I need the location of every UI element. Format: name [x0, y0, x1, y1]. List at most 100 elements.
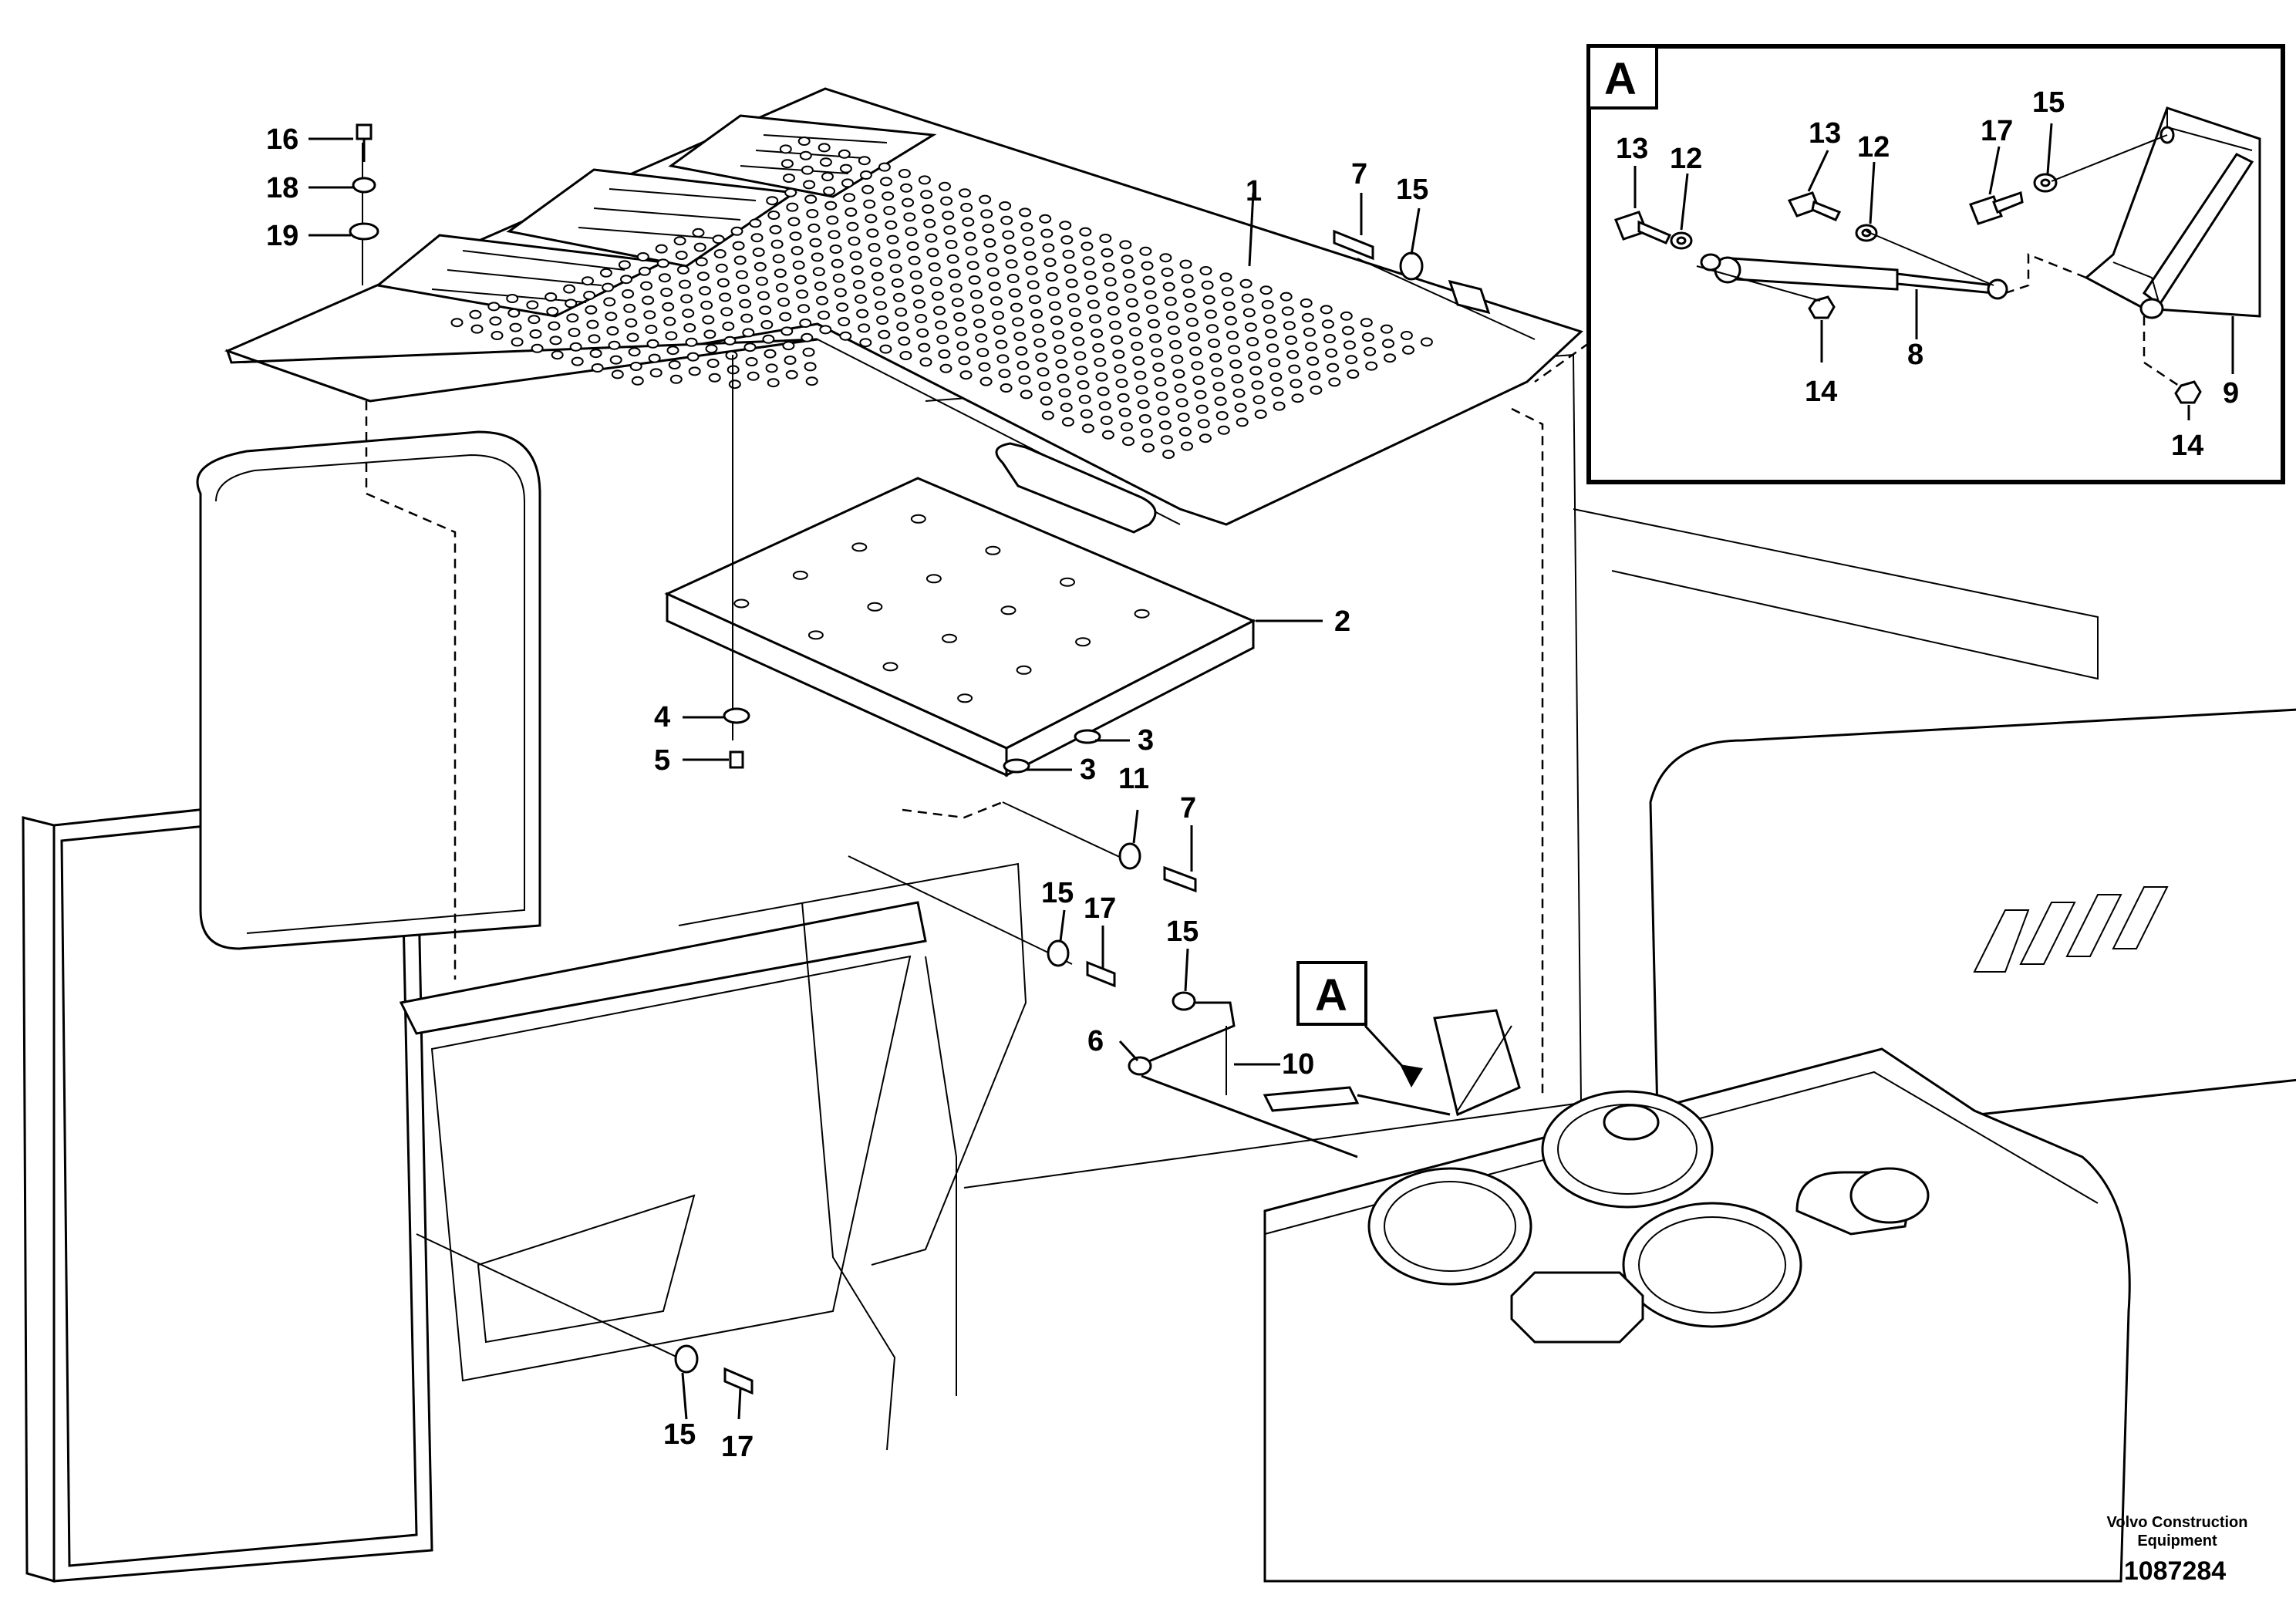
deck-hole [1035, 352, 1048, 363]
deck-hole [679, 279, 691, 289]
deck-hole [712, 234, 725, 244]
deck-hole [1168, 325, 1180, 336]
deck-hole [939, 363, 952, 373]
deck-hole [1201, 280, 1214, 290]
deck-hole [762, 334, 775, 344]
deck-hole [1129, 327, 1142, 337]
plate-hole [942, 633, 957, 643]
deck-hole [549, 336, 562, 346]
deck-hole [713, 249, 727, 258]
deck-hole [797, 304, 811, 314]
deck-hole [752, 248, 765, 257]
deck-hole [898, 169, 911, 178]
deck-hole [1023, 251, 1037, 261]
deck-hole [841, 178, 854, 188]
deck-hole [1157, 406, 1170, 416]
deck-hole [655, 244, 668, 254]
deck-hole [626, 332, 639, 342]
deck-hole [585, 305, 598, 315]
deck-hole [843, 193, 856, 203]
deck-hole [1222, 302, 1236, 311]
deck-hole [925, 233, 938, 243]
deck-hole [1179, 259, 1192, 269]
deck-hole [665, 331, 678, 341]
deck-hole [849, 251, 862, 261]
deck-hole [767, 211, 781, 220]
deck-hole [966, 261, 979, 271]
deck-hole [838, 149, 851, 159]
deck-hole [1265, 329, 1277, 339]
deck-hole [1169, 340, 1182, 349]
deck-hole [1202, 295, 1215, 305]
deck-hole [706, 359, 720, 368]
deck-hole [682, 309, 695, 319]
right-machine-body [925, 353, 2296, 1583]
deck-hole [705, 344, 718, 354]
deck-hole [823, 186, 836, 196]
deck-hole [1248, 351, 1261, 361]
deck-hole [1232, 388, 1246, 398]
deck-hole [1242, 308, 1256, 318]
deck-hole [1132, 356, 1145, 366]
deck-hole [720, 307, 733, 317]
callout-a-marker: A [1296, 961, 1367, 1026]
deck-hole [805, 376, 818, 386]
deck-hole [767, 378, 780, 388]
deck-hole [1151, 348, 1164, 358]
deck-hole [743, 342, 757, 352]
deck-hole [757, 291, 770, 301]
deck-hole [685, 337, 698, 347]
deck-hole [898, 336, 911, 346]
deck-hole [1061, 417, 1074, 427]
deck-hole [531, 343, 544, 353]
plate-holes [733, 514, 1150, 703]
deck-hole [777, 297, 791, 307]
deck-hole [1114, 364, 1127, 374]
deck-hole [1118, 407, 1131, 417]
deck-hole [1033, 338, 1047, 348]
deck-hole [1003, 244, 1017, 255]
deck-hole [1420, 337, 1433, 347]
deck-hole [754, 261, 767, 271]
deck-hole [929, 277, 942, 286]
deck-hole [1253, 395, 1266, 405]
plate-hole [1000, 605, 1017, 615]
deck-hole [772, 254, 785, 264]
deck-hole [1254, 410, 1267, 419]
deck-hole [1185, 317, 1199, 327]
deck-hole [799, 150, 812, 160]
deck-hole [703, 329, 716, 339]
deck-hole [781, 326, 794, 336]
deck-hole [831, 258, 844, 268]
deck-hole [669, 374, 683, 384]
deck-hole [1084, 271, 1097, 280]
deck-hole [891, 278, 904, 288]
deck-hole [978, 362, 991, 372]
deck-hole [995, 339, 1008, 349]
deck-hole [979, 194, 992, 204]
deck-hole [1092, 343, 1105, 352]
deck-hole [1059, 221, 1072, 231]
callout-a-label: A [1315, 970, 1347, 1020]
deck-hole [1195, 404, 1209, 414]
deck-hole [936, 335, 949, 345]
deck-hole [1095, 372, 1108, 382]
deck-hole [990, 296, 1003, 306]
deck-hole [922, 204, 935, 214]
deck-hole [802, 347, 815, 357]
detail-label-14-right: 14 [2171, 430, 2203, 462]
credit-line-1: Volvo Construction [2107, 1514, 2248, 1531]
deck-hole [1211, 367, 1224, 377]
deck-hole [529, 329, 542, 339]
deck-hole [982, 224, 995, 234]
deck-hole [1320, 305, 1333, 315]
deck-hole [1259, 285, 1273, 295]
deck-hole [786, 202, 799, 212]
deck-hole [880, 177, 892, 187]
deck-hole [806, 209, 819, 218]
deck-hole [1101, 430, 1114, 440]
deck-hole [716, 278, 730, 288]
deck-hole [951, 298, 964, 308]
deck-hole [1345, 355, 1358, 365]
deck-hole [811, 252, 824, 262]
